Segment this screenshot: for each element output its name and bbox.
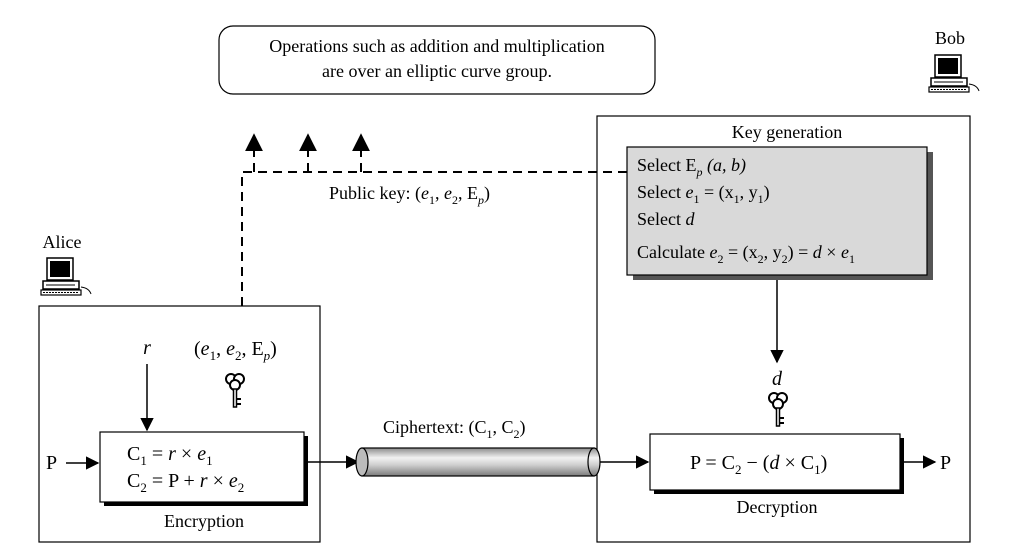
- encryption-box-shadow-bottom: [104, 502, 308, 506]
- encryption-c2: C2 = P + r × e2: [127, 470, 244, 495]
- bob-label: Bob: [935, 28, 965, 48]
- ciphertext-label: Ciphertext: (C1, C2): [383, 417, 526, 441]
- decryption-box-shadow-bottom: [654, 490, 904, 494]
- ciphertext-channel: [361, 447, 595, 477]
- keygen-box: [626, 146, 928, 276]
- encryption-box-shadow: [304, 436, 308, 506]
- keygen-title: Key generation: [732, 122, 842, 142]
- keygen-line-2: Select e1 = (x1, y1): [637, 182, 770, 206]
- alice-computer-icon: [40, 257, 92, 296]
- note-line-2: are over an elliptic curve group.: [322, 61, 552, 81]
- encryption-c1: C1 = r × e1: [127, 443, 213, 468]
- note-box: [218, 25, 656, 95]
- keygen-line-4: Calculate e2 = (x2, y2) = d × e1: [637, 242, 855, 266]
- alice-label: Alice: [43, 232, 82, 252]
- note-line-1: Operations such as addition and multipli…: [269, 36, 604, 56]
- channel-right-end: [587, 447, 601, 477]
- public-key-label: Public key: (e1, e2, Ep): [329, 183, 490, 207]
- alice-public-key: (e1, e2, Ep): [194, 338, 277, 363]
- output-plaintext: P: [940, 452, 951, 474]
- channel-left-end: [355, 447, 369, 477]
- alice-panel: [38, 305, 321, 543]
- decryption-formula: P = C2 − (d × C1): [690, 452, 827, 477]
- decryption-box-shadow: [900, 438, 904, 494]
- public-key-dashed-line: [241, 171, 627, 425]
- random-r-label: r: [143, 337, 151, 359]
- keygen-line-3: Select d: [637, 209, 695, 229]
- keygen-line-1: Select Ep (a, b): [637, 155, 746, 179]
- input-plaintext: P: [46, 452, 57, 474]
- bob-computer-icon: [928, 54, 980, 93]
- decryption-label: Decryption: [737, 497, 818, 517]
- encryption-label: Encryption: [164, 511, 244, 531]
- private-key-label: d: [772, 368, 783, 390]
- encryption-box: [99, 431, 305, 503]
